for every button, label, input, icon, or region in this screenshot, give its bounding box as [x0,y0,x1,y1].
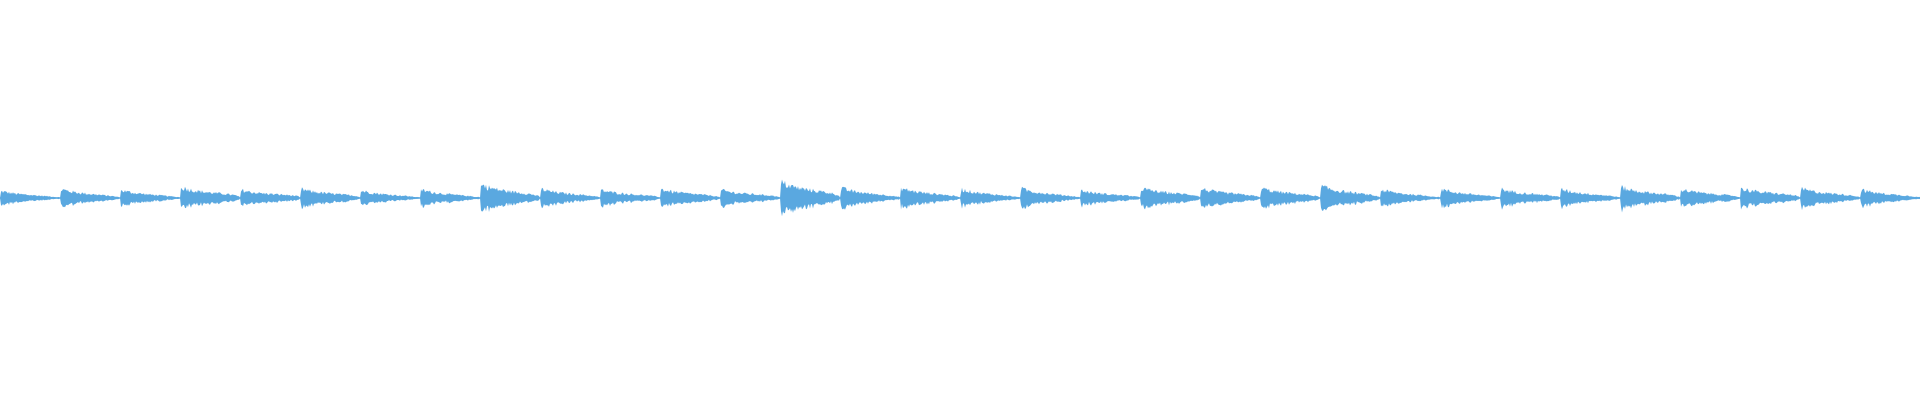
waveform-graphic [0,179,1920,217]
